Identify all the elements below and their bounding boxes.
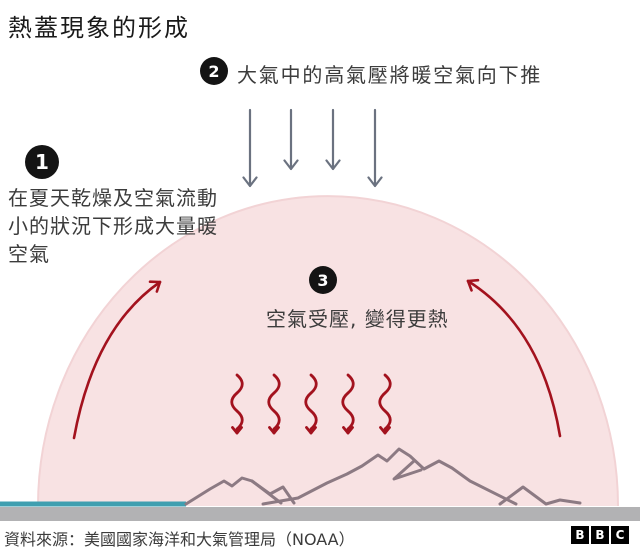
bbc-logo-letter: C [611,526,629,544]
heat-dome-shape [37,195,619,507]
page-title: 熱蓋現象的形成 [8,14,190,42]
red-wavy-heat-arrow-icon [378,373,392,435]
heat-wave-arrows [230,373,392,435]
step-3-label: 空氣受壓, 變得更熱 [266,307,449,331]
step-1-badge: 1 [25,145,59,179]
step-1-line-2: 小的狀況下形成大量暖 [8,214,218,238]
step-1-label: 在夏天乾燥及空氣流動 小的狀況下形成大量暖 空氣 [8,184,218,268]
red-wavy-heat-arrow-icon [230,373,244,435]
red-wavy-heat-arrow-icon [304,373,318,435]
step-2-badge: 2 [200,57,228,85]
bbc-logo-letter: B [571,526,589,544]
gray-down-arrow-icon [367,108,383,188]
red-curved-rising-arrow-left-icon [72,280,162,440]
step-1-line-1: 在夏天乾燥及空氣流動 [8,186,218,210]
pressure-down-arrows [242,108,383,188]
bbc-logo: B B C [571,526,629,544]
gray-down-arrow-icon [242,108,258,188]
red-curved-rising-arrow-right-icon [466,278,562,438]
gray-down-arrow-icon [325,108,341,171]
gray-down-arrow-icon [283,108,299,171]
mountain-outline-illustration [184,447,582,506]
step-3-badge: 3 [309,266,337,294]
ground-bar [0,507,640,521]
red-wavy-heat-arrow-icon [341,373,355,435]
step-2-label: 大氣中的高氣壓將暖空氣向下推 [237,63,543,87]
bbc-logo-letter: B [591,526,609,544]
step-1-line-3: 空氣 [8,242,50,266]
red-wavy-heat-arrow-icon [267,373,281,435]
source-attribution: 資料來源：美國國家海洋和大氣管理局（NOAA） [4,530,355,549]
